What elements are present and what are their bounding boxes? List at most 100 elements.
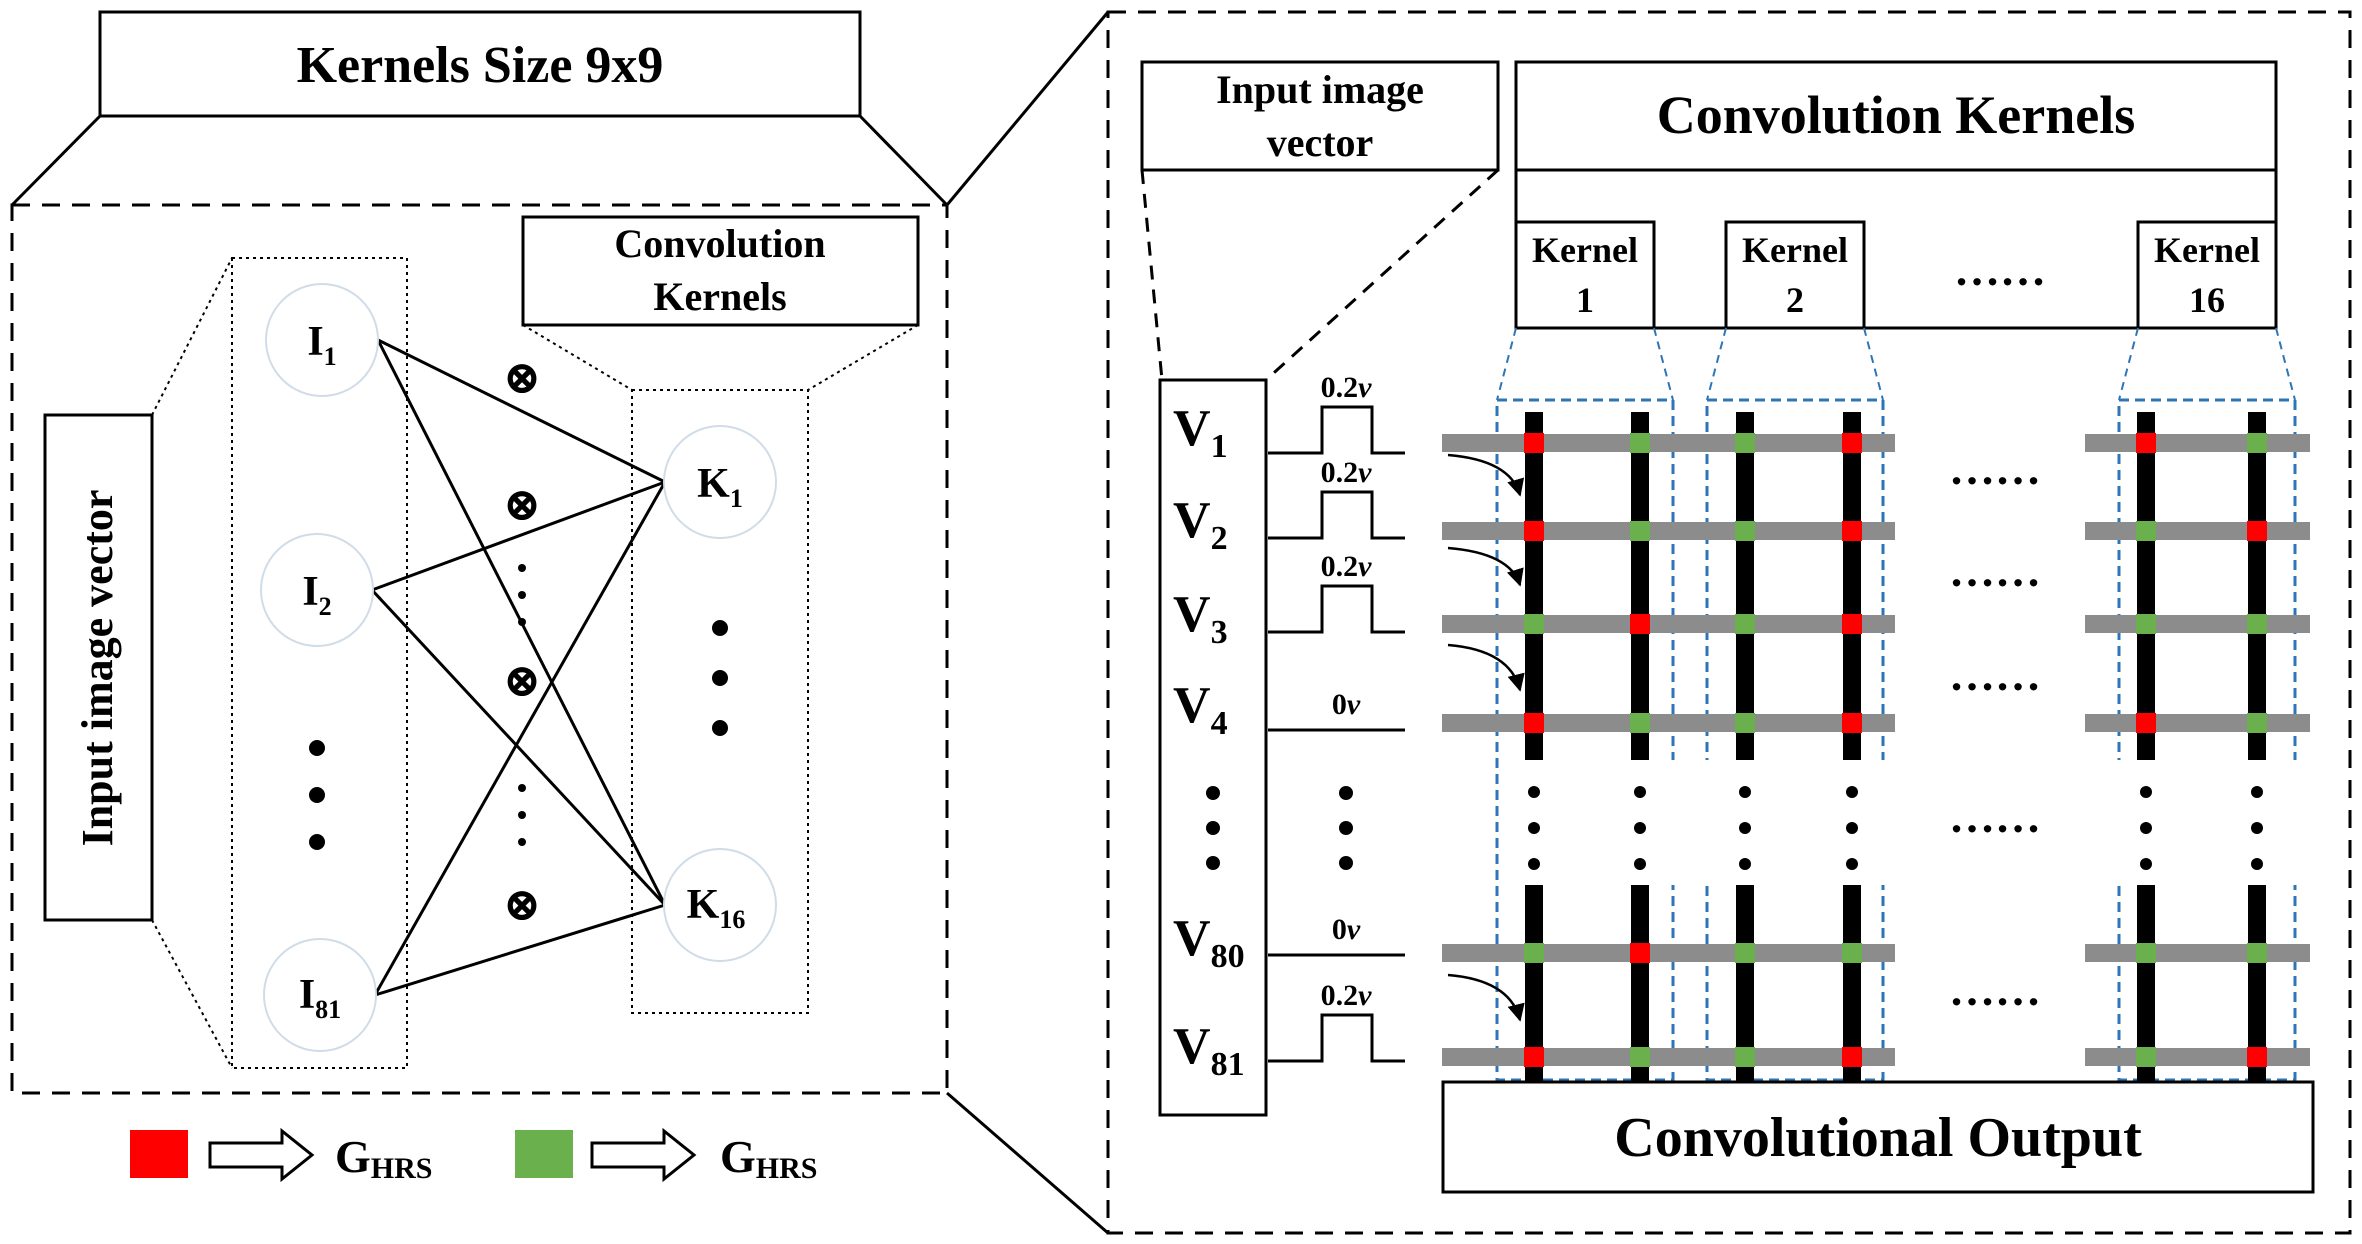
voltage-pulse-81: [1268, 1013, 1405, 1063]
legend: GHRS GHRS: [130, 1127, 817, 1185]
memristor-cell-r6-c4: [1842, 1047, 1862, 1067]
crossbar-row-1-segment-1: [1442, 434, 1895, 452]
left-panel-frame: [10, 203, 949, 1095]
memristor-cell-r4-c2: [1630, 713, 1650, 733]
memristor-cell-r2-c3: [1735, 521, 1755, 541]
voltage-pulse-2: [1268, 490, 1405, 540]
legend-red-swatch: [130, 1130, 188, 1178]
crossbar-row-3-segment-1: [1442, 615, 1895, 633]
middle-ellipsis-dots: [518, 564, 526, 846]
crossbar-column-6: [2248, 412, 2266, 1082]
memristor-cell-r3-c3: [1735, 614, 1755, 634]
legend-arrow-icon-2: [590, 1127, 697, 1183]
memristor-cell-r4-c4: [1842, 713, 1862, 733]
right-kernels-title-box: [1514, 60, 2278, 172]
legend-green-swatch: [515, 1130, 573, 1178]
crossbar-column-1: [1525, 412, 1543, 1082]
memristor-cell-r6-c6: [2247, 1047, 2267, 1067]
crossbar-ellipsis-gap: [1500, 760, 2300, 885]
voltage-label-4: V4: [1173, 677, 1228, 742]
voltage-label-3: V3: [1173, 586, 1228, 651]
right-panel: Input image vector Convolution Kernels K…: [1106, 10, 2352, 1235]
crossbar-row-2-segment-2: [2085, 522, 2310, 540]
kernel-node-1-base: K: [697, 461, 730, 507]
convolutional-output-label: Convolutional Output: [1614, 1107, 2142, 1169]
column-ellipsis-dot-3-1: [1739, 786, 1751, 798]
voltage-column: [1158, 378, 1268, 1117]
column-ellipsis-dot-1-1: [1528, 786, 1540, 798]
voltage-pulse-3: [1268, 584, 1405, 634]
memristor-cell-r5-c2: [1630, 943, 1650, 963]
input-node-2-sub: 2: [319, 592, 332, 621]
input-node-81-base: I: [299, 972, 315, 1018]
column-ellipsis-dot-3-2: [1739, 822, 1751, 834]
legend-label-1: GHRS: [335, 1131, 432, 1185]
multiply-icon-4: ⊗: [503, 879, 542, 930]
memristor-cell-r3-c5: [2136, 614, 2156, 634]
column-ellipsis-dot-2-2: [1634, 822, 1646, 834]
column-ellipsis-dot-4-1: [1846, 786, 1858, 798]
memristor-cell-r4-c3: [1735, 713, 1755, 733]
crossbar-row-6-segment-2: [2085, 1048, 2310, 1066]
kernels-connector-left: [522, 324, 633, 391]
input-node-2: I2: [260, 533, 374, 647]
kernel-node-1: K1: [663, 425, 777, 539]
title-connector-left: [10, 114, 102, 207]
kernel-box-16: Kernel 16: [2136, 220, 2278, 330]
kernel-size-title: Kernels Size 9x9: [297, 37, 664, 94]
left-kernels-label-line1: Convolution: [614, 221, 825, 266]
memristor-cell-r1-c6: [2247, 433, 2267, 453]
crossbar-row-1-segment-2: [2085, 434, 2310, 452]
memristor-cell-r3-c4: [1842, 614, 1862, 634]
left-kernels-label-box: [521, 215, 920, 327]
pulse-amplitude-4: 0v: [1332, 688, 1361, 721]
memristor-cell-r5-c6: [2247, 943, 2267, 963]
multiply-icon-1: ⊗: [503, 352, 542, 403]
pulse-amplitude-1: 0.2v: [1321, 371, 1373, 404]
current-arrow-icon-4: [1447, 973, 1525, 1022]
memristor-cell-r6-c2: [1630, 1047, 1650, 1067]
input-node-2-base: I: [302, 569, 318, 615]
right-kernels-title: Convolution Kernels: [1657, 85, 2136, 145]
input-node-81: I81: [263, 938, 377, 1052]
inputs-column: [231, 257, 408, 1069]
kernel-column-group-1: [1495, 398, 1675, 1082]
memristor-cell-r2-c2: [1630, 521, 1650, 541]
input-connector-top: [151, 257, 233, 416]
right-input-box-line2: vector: [1267, 120, 1374, 165]
input-vector-box: [43, 413, 154, 922]
memristor-cell-r4-c1: [1524, 713, 1544, 733]
left-panel: Kernels Size 9x9 Input image vector Conv…: [10, 10, 949, 1095]
column-ellipsis-dot-5-3: [2140, 858, 2152, 870]
pulse-amplitude-81: 0.2v: [1321, 979, 1373, 1012]
column-ellipsis-dot-3-3: [1739, 858, 1751, 870]
input-node-1-base: I: [307, 319, 323, 365]
voltage-label-2: V2: [1173, 492, 1228, 557]
column-ellipsis-dot-2-3: [1634, 858, 1646, 870]
memristor-cell-r3-c1: [1524, 614, 1544, 634]
multiply-symbols: ⊗ ⊗ ⊗ ⊗: [503, 352, 542, 930]
right-input-connector-right: [1264, 168, 1500, 382]
crossbar-row-5-segment-1: [1442, 944, 1895, 962]
crossbar-column-3: [1736, 412, 1754, 1082]
row-ellipsis-4: ……: [1949, 791, 2041, 842]
crossbar-column-5: [2137, 412, 2155, 1082]
svg-text:I81: I81: [299, 972, 341, 1024]
memristor-cell-r3-c2: [1630, 614, 1650, 634]
current-arrow-icon-1: [1447, 453, 1525, 497]
pulse-amplitude-3: 0.2v: [1321, 550, 1373, 583]
column-ellipsis-dot-6-3: [2251, 858, 2263, 870]
memristor-cell-r5-c4: [1842, 943, 1862, 963]
kernel-box-2: Kernel 2: [1724, 220, 1866, 330]
column-ellipsis-dot-4-2: [1846, 822, 1858, 834]
crossbar-array: …………………………: [1442, 398, 2310, 1082]
column-ellipsis-dot-6-2: [2251, 822, 2263, 834]
row-ellipsis-3: ……: [1949, 649, 2041, 700]
memristor-cell-r2-c5: [2136, 521, 2156, 541]
svg-text:K1: K1: [697, 461, 743, 513]
memristor-cell-r1-c5: [2136, 433, 2156, 453]
svg-text:Kernel: Kernel: [1532, 230, 1638, 270]
voltage-pulse-1: [1268, 405, 1405, 455]
